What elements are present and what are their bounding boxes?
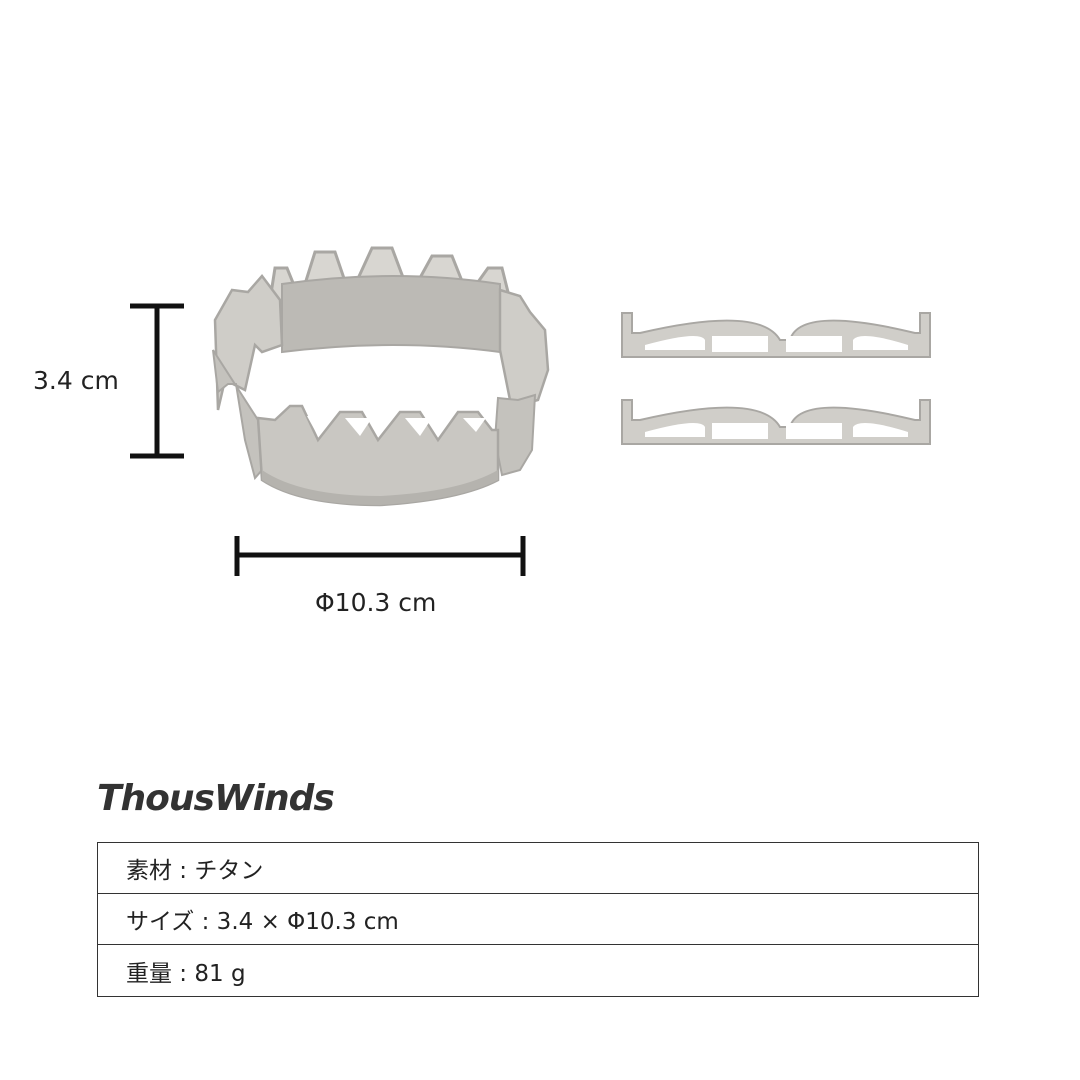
support-bar-2 (621, 399, 931, 445)
diameter-dimension-bracket (234, 536, 526, 576)
diameter-label: Φ10.3 cm (315, 588, 437, 617)
height-dimension-bracket (130, 303, 184, 459)
brand-logo: ThousWinds (97, 778, 335, 819)
ring-stand-image (212, 246, 550, 507)
spec-row-size: サイズ : 3.4 × Φ10.3 cm (98, 894, 978, 945)
spec-row-material: 素材 : チタン (98, 843, 978, 894)
support-bar-1 (621, 312, 931, 358)
product-illustration (130, 246, 931, 576)
spec-row-weight: 重量 : 81 g (126, 960, 246, 987)
spec-table: 素材 : チタン サイズ : 3.4 × Φ10.3 cm 重量 : 81 g (97, 842, 979, 997)
height-label: 3.4 cm (33, 366, 119, 395)
